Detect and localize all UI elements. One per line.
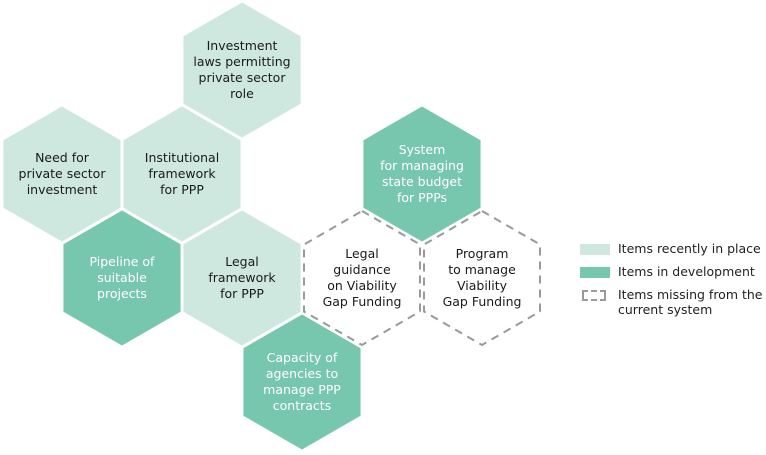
legend-item-missing: Items missing from the current system	[580, 287, 766, 317]
hex-label-line: Legal	[345, 246, 379, 261]
legend-label: Items missing from the current system	[618, 287, 763, 317]
hex-label-line: Need for	[35, 150, 90, 165]
hex-label-line: role	[230, 86, 254, 101]
hex-label-line: Program	[456, 246, 509, 261]
hex-label-line: for managing	[380, 158, 464, 173]
legend-label: Items recently in place	[618, 241, 761, 256]
hex-label-line: Pipeline of	[90, 254, 156, 269]
hex-label-line: Institutional	[145, 150, 219, 165]
swatch-in-development	[580, 267, 610, 278]
hex-label-line: on Viability	[327, 278, 397, 293]
hex-label-line: contracts	[273, 398, 331, 413]
legend-item-in-development: Items in development	[580, 264, 766, 279]
legend: Items recently in place Items in develop…	[580, 241, 766, 325]
legend-item-in-place: Items recently in place	[580, 241, 766, 256]
hex-agency-capacity	[240, 311, 364, 453]
legend-label: Items in development	[618, 264, 755, 279]
hex-label-line: Investment	[207, 38, 278, 53]
hex-label-line: framework	[208, 270, 276, 285]
hex-label-line: state budget	[382, 174, 462, 189]
hex-label-line: for PPP	[160, 182, 204, 197]
hex-label-line: investment	[27, 182, 98, 197]
hex-label-line: System	[399, 142, 446, 157]
hex-state-budget-system	[360, 103, 484, 245]
hex-label-line: suitable	[97, 270, 147, 285]
hex-label-line: for PPPs	[397, 190, 447, 205]
hex-label-line: Capacity of	[267, 350, 338, 365]
swatch-missing	[582, 290, 606, 301]
hex-label-line: guidance	[333, 262, 391, 277]
hex-program-vgf	[423, 209, 541, 347]
hex-label-line: agencies to	[266, 366, 338, 381]
hex-label-line: for PPP	[220, 286, 264, 301]
hex-label-line: manage PPP	[263, 382, 341, 397]
hex-label-line: Gap Funding	[323, 294, 402, 309]
hex-label-line: projects	[97, 286, 147, 301]
hex-label-line: Viability	[457, 278, 508, 293]
hex-label-line: to manage	[448, 262, 516, 277]
hex-label-line: Legal	[225, 254, 259, 269]
hex-label-line: laws permitting	[193, 54, 290, 69]
hex-legal-guidance-vgf	[303, 209, 421, 347]
hex-label-line: private sector	[19, 166, 107, 181]
swatch-in-place	[580, 244, 610, 255]
hex-label-line: framework	[148, 166, 216, 181]
hex-label-line: Gap Funding	[443, 294, 522, 309]
hex-label-line: private sector	[199, 70, 287, 85]
